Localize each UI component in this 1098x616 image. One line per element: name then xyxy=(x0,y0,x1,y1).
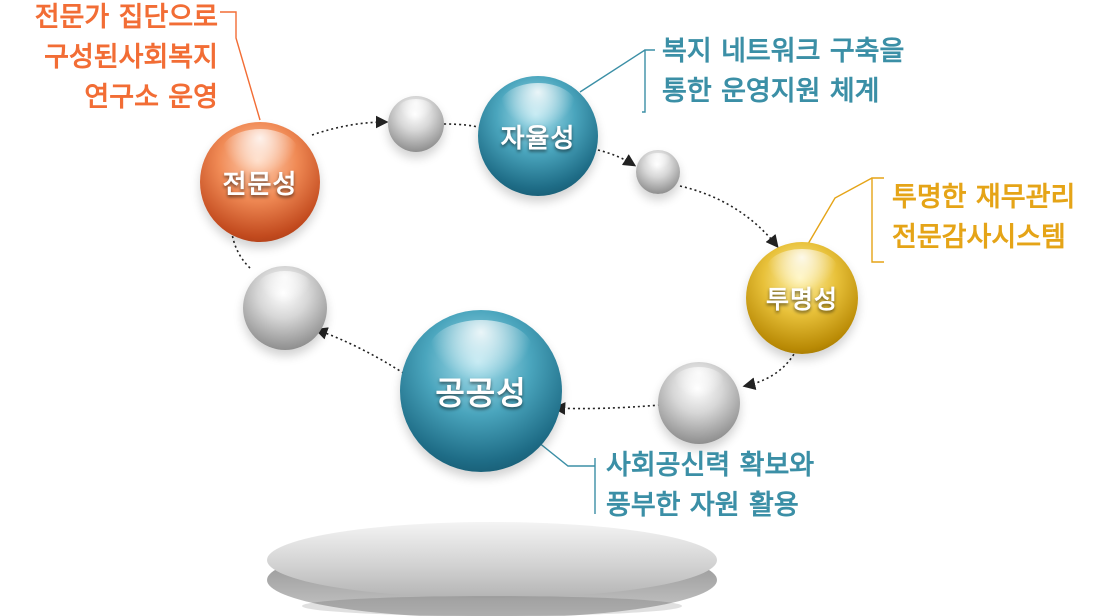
arrow-sphere-to-transparency xyxy=(679,185,779,248)
expertise-note-line: 구성된사회복지 xyxy=(44,42,218,73)
connector-sphere xyxy=(636,150,680,194)
transparency-label: 투명성 xyxy=(765,285,838,314)
autonomy-note: 복지 네트워크 구축을 통한 운영지원 체계 xyxy=(662,32,904,112)
expertise-note-line: 연구소 운영 xyxy=(84,82,218,113)
expertise-note-line: 전문가 집단으로 xyxy=(34,2,218,33)
callout-line-expertise xyxy=(220,11,261,121)
expertise-node: 전문성 xyxy=(200,122,320,242)
arrow-expertise-to-sphere xyxy=(311,115,389,136)
publicness-note: 사회공신력 확보와 풍부한 자원 활용 xyxy=(606,446,814,526)
autonomy-note-line: 통한 운영지원 체계 xyxy=(662,76,880,107)
transparency-note-line: 투명한 재무관리 xyxy=(892,182,1076,213)
expertise-note: 전문가 집단으로 구성된사회복지 연구소 운영 xyxy=(35,0,218,118)
arrow-sphere-to-autonomy xyxy=(443,123,483,129)
autonomy-note-line: 복지 네트워크 구축을 xyxy=(662,36,905,67)
arrow-autonomy-to-sphere xyxy=(597,149,637,167)
transparency-note-line: 전문감사시스템 xyxy=(892,222,1066,253)
publicness-label: 공공성 xyxy=(435,374,527,412)
connector-sphere xyxy=(658,362,740,444)
transparency-node: 투명성 xyxy=(746,242,858,354)
publicness-note-line: 풍부한 자원 활용 xyxy=(606,490,799,521)
pedestal xyxy=(267,522,717,616)
publicness-note-line: 사회공신력 확보와 xyxy=(606,450,815,481)
expertise-label: 전문성 xyxy=(222,169,298,200)
arrow-publicness-to-sphere xyxy=(314,327,409,377)
autonomy-node: 자율성 xyxy=(478,76,598,196)
arrow-sphere-to-publicness xyxy=(552,402,661,415)
autonomy-label: 자율성 xyxy=(500,123,576,154)
publicness-node: 공공성 xyxy=(400,310,562,472)
callout-line-autonomy xyxy=(579,49,655,113)
connector-sphere xyxy=(388,96,444,152)
transparency-note: 투명한 재무관리 전문감사시스템 xyxy=(892,178,1075,258)
connector-sphere xyxy=(243,266,327,350)
